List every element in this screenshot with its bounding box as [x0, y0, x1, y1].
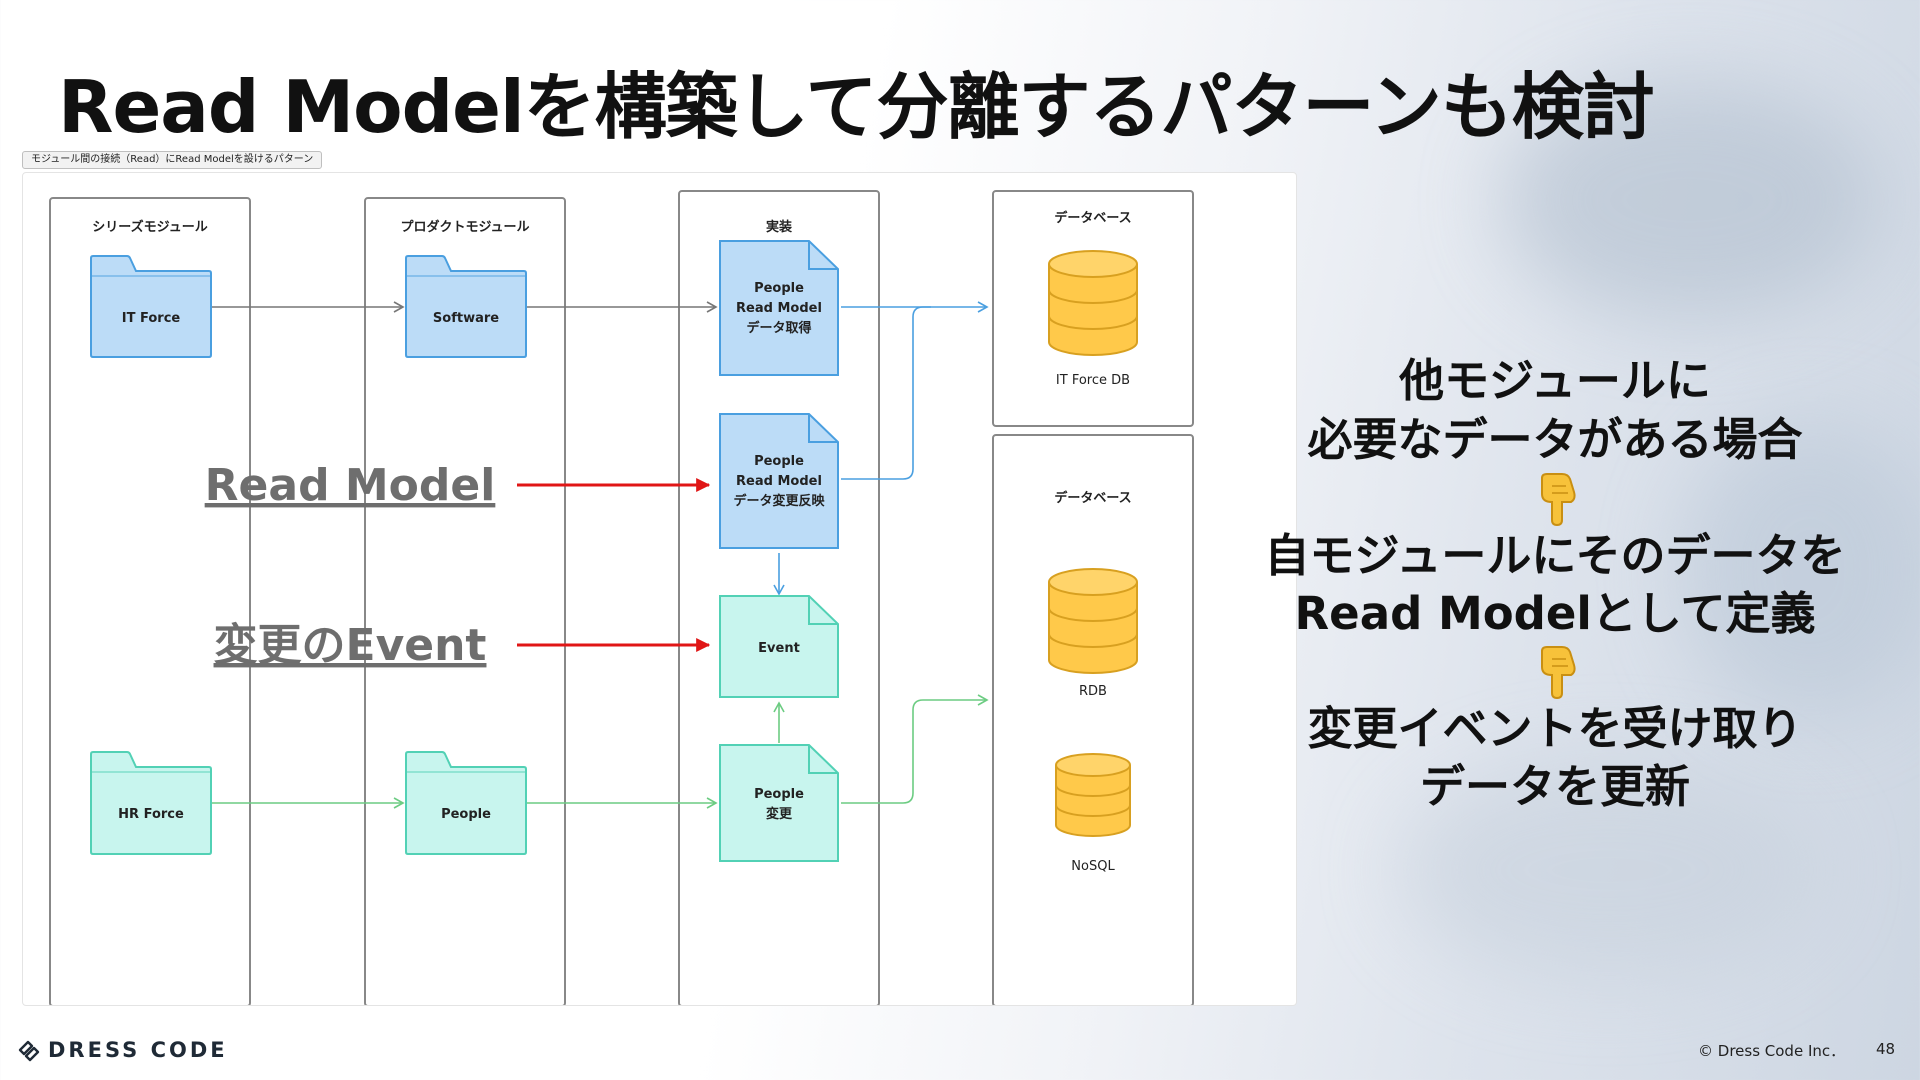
background-cloud [1680, 420, 1920, 720]
database-nosql-icon [1055, 753, 1131, 837]
folder-label-hr-force: HR Force [118, 807, 184, 822]
arrow-people-change-to-db [841, 694, 989, 804]
copyright: © Dress Code Inc． [1698, 1042, 1846, 1060]
page-number: 48 [1876, 1040, 1896, 1058]
diagram-caption: モジュール間の接続（Read）にRead Modelを設けるパターン [22, 151, 323, 169]
annotation-change-event: 変更のEvent [214, 620, 487, 671]
folder-software-icon [405, 255, 527, 358]
doc-read-model-sync-line3: データ変更反映 [733, 493, 825, 509]
database-label-it-force-db: IT Force DB [1056, 373, 1130, 388]
folder-hr-force-icon [90, 751, 212, 855]
doc-fold [808, 241, 838, 270]
doc-read-model-sync-line2: Read Model [736, 474, 822, 489]
connector-readmodel-sync-to-db [841, 306, 931, 480]
pointing-down-hand-icon [1541, 473, 1576, 526]
folder-people-icon [405, 751, 527, 855]
folder-label-people: People [441, 807, 491, 822]
column-header-series: シリーズモジュール [92, 219, 207, 235]
doc-read-model-get-line1: People [754, 281, 804, 296]
doc-read-model-get-line3: データ取得 [746, 320, 811, 336]
doc-fold [808, 745, 838, 774]
doc-read-model-sync-icon [719, 413, 839, 549]
column-header-product: プロダクトモジュール [400, 219, 529, 235]
pointing-down-hand-icon [1541, 646, 1576, 699]
explanation-line-1: 他モジュールに [1399, 354, 1711, 407]
column-database-bottom [992, 434, 1194, 1007]
doc-read-model-sync-line1: People [754, 454, 804, 469]
explanation-line-5: 変更イベントを受け取り [1307, 702, 1803, 755]
doc-read-model-get-line2: Read Model [736, 301, 822, 316]
doc-people-change-line1: People [754, 787, 804, 802]
folder-label-software: Software [433, 311, 499, 326]
doc-fold [808, 414, 838, 443]
explanation-line-2: 必要なデータがある場合 [1307, 413, 1803, 466]
column-database-top [992, 190, 1194, 427]
column-header-db-bottom: データベース [1054, 490, 1131, 506]
database-it-force-db-icon [1048, 250, 1138, 356]
diagram-panel: シリーズモジュール プロダクトモジュール 実装 データベース データベース IT… [22, 172, 1297, 1007]
explanation-line-4: Read Modelとして定義 [1294, 587, 1816, 640]
doc-read-model-get-icon [719, 240, 839, 376]
architecture-diagram: シリーズモジュール プロダクトモジュール 実装 データベース データベース IT… [49, 190, 1194, 1007]
doc-people-change-icon [719, 744, 839, 862]
background-cloud [1400, 760, 1820, 980]
database-label-rdb: RDB [1079, 684, 1107, 699]
footer-logo-text: DRESS CODE [48, 1038, 228, 1062]
dress-code-logo-icon [18, 1040, 40, 1062]
annotation-read-model: Read Model [205, 460, 496, 511]
explanation-line-6: データを更新 [1419, 760, 1690, 813]
slide-title: Read Modelを構築して分離するパターンも検討 [58, 65, 1655, 149]
folder-it-force-icon [90, 255, 212, 358]
doc-people-change-line2: 変更 [766, 806, 793, 822]
doc-event-label: Event [758, 641, 800, 656]
column-header-impl: 実装 [766, 219, 792, 235]
doc-fold [808, 596, 838, 625]
explanation-line-3: 自モジュールにそのデータを [1264, 529, 1846, 582]
column-header-db-top: データベース [1054, 210, 1131, 226]
background-cloud [1500, 80, 1880, 320]
database-rdb-icon [1048, 568, 1138, 674]
database-label-nosql: NoSQL [1071, 859, 1115, 874]
folder-label-it-force: IT Force [122, 311, 181, 326]
